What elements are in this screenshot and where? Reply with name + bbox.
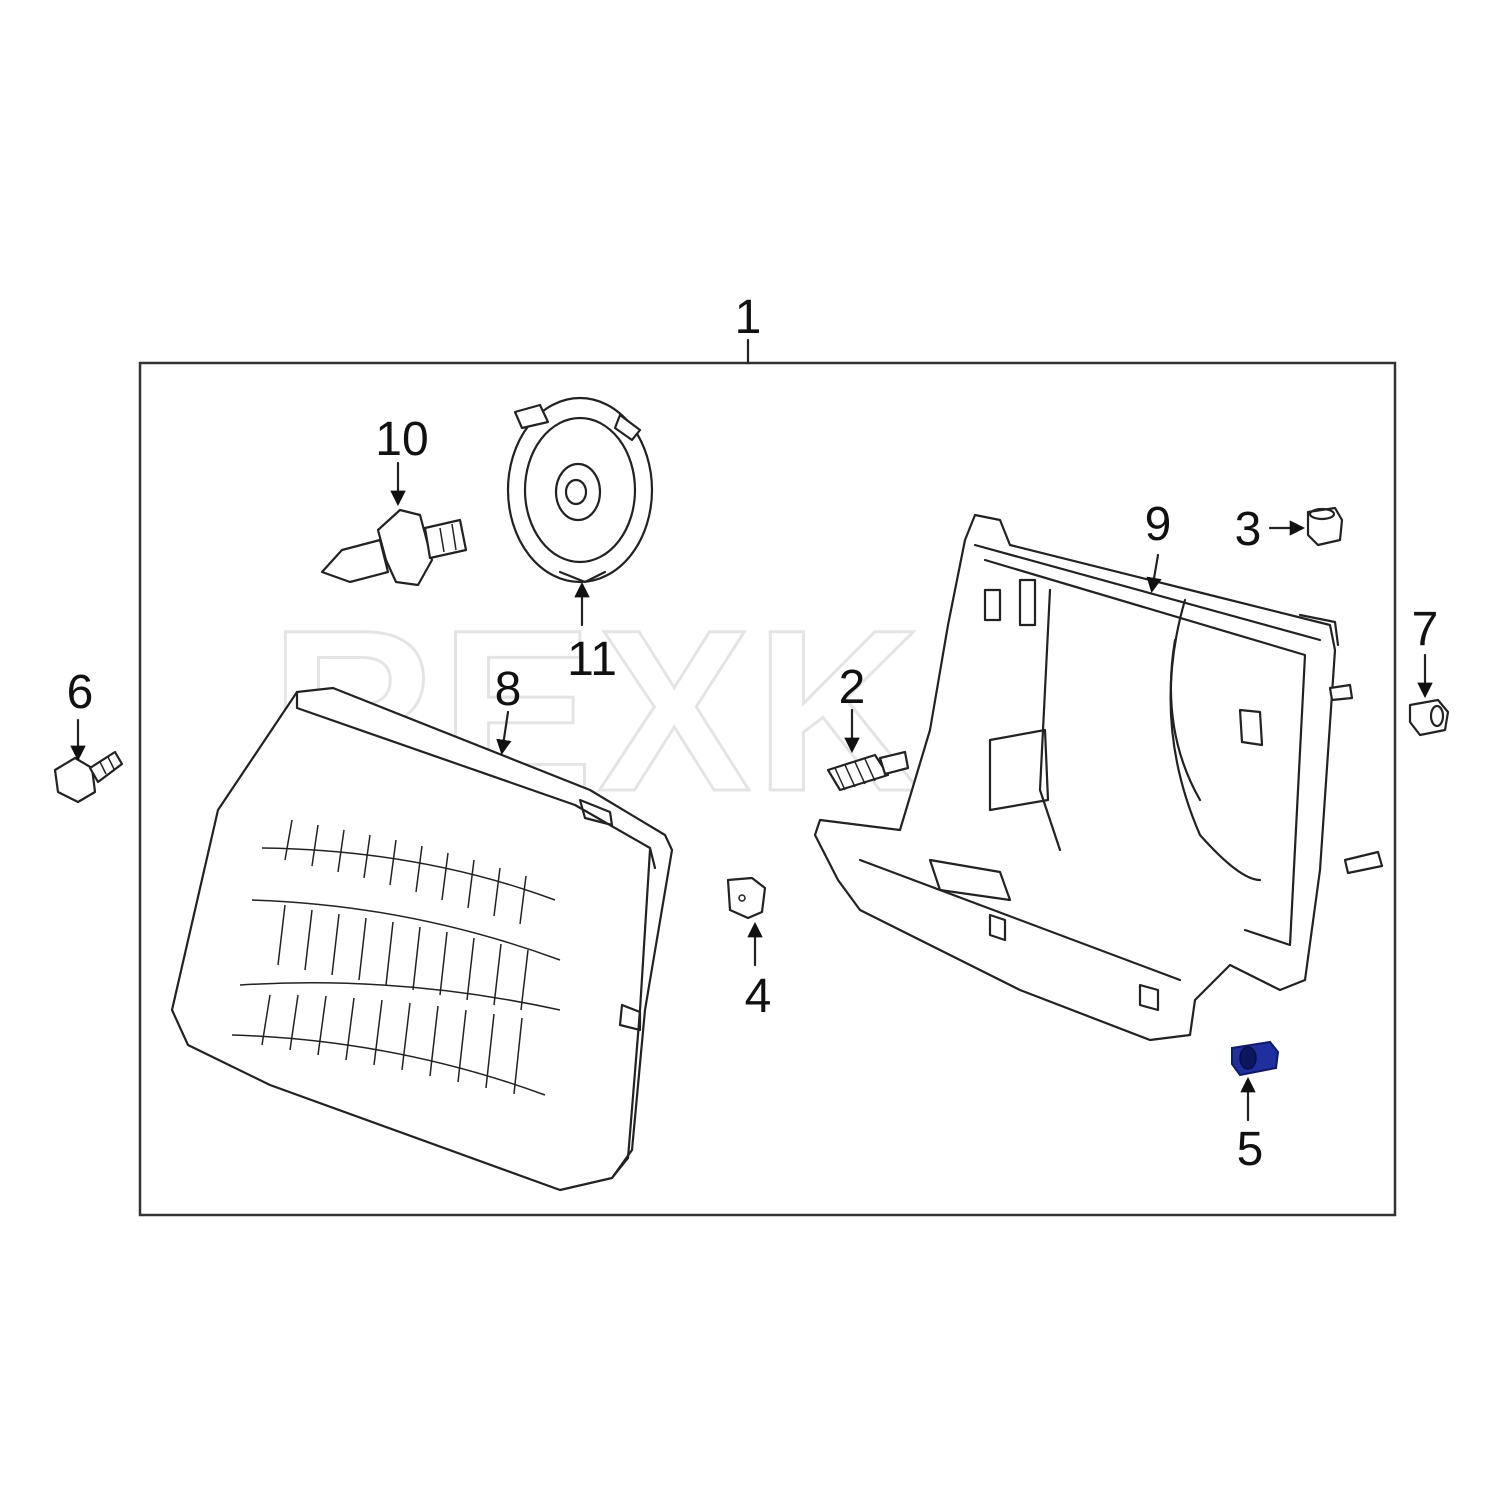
part-5-nut-highlighted[interactable] <box>1231 1040 1280 1077</box>
callout-9: 9 <box>1145 498 1172 551</box>
part-2-adjuster-spring[interactable] <box>826 750 910 792</box>
callout-8-arrow <box>496 710 512 756</box>
part-7-grommet[interactable] <box>1408 698 1450 737</box>
part-9-housing-bracket[interactable] <box>813 513 1384 1042</box>
assembly-frame <box>138 361 1397 1217</box>
callout-4: 4 <box>745 970 772 1023</box>
callout-9-arrow <box>1146 553 1162 594</box>
callout-5: 5 <box>1237 1123 1264 1176</box>
callout-6: 6 <box>67 666 94 719</box>
callout-2: 2 <box>839 661 866 714</box>
callout-11: 11 <box>567 633 617 686</box>
part-3-nut[interactable] <box>1306 506 1344 547</box>
callout-1: 1 <box>735 291 762 344</box>
part-10-bulb[interactable] <box>320 508 468 587</box>
callout-10: 10 <box>375 413 428 466</box>
part-4-clip[interactable] <box>726 876 767 920</box>
part-8-headlamp-lens[interactable] <box>170 686 674 1192</box>
part-6-bolt[interactable] <box>53 750 124 804</box>
callout-3: 3 <box>1235 503 1262 556</box>
callout-8: 8 <box>495 663 522 716</box>
part-11-bulb-retainer[interactable] <box>506 396 654 584</box>
callout-7: 7 <box>1412 603 1439 656</box>
